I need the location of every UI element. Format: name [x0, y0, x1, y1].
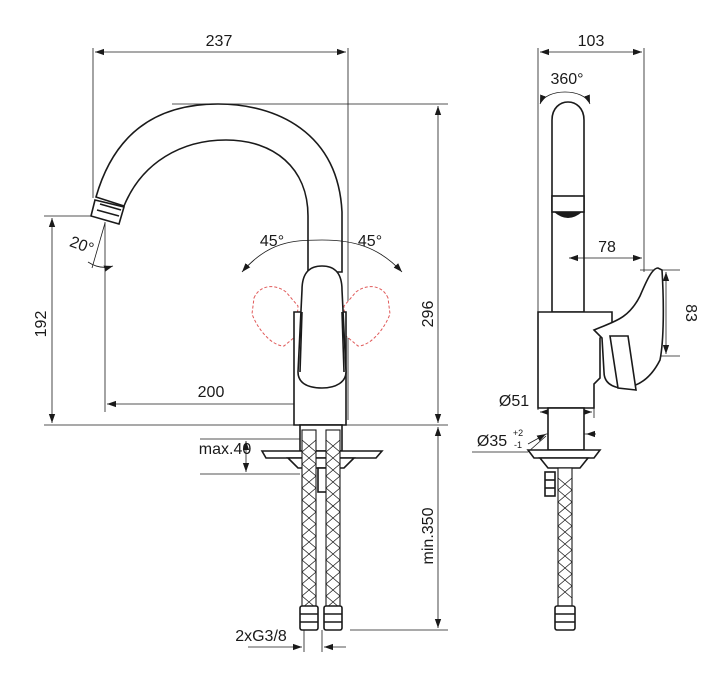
- lever-right-angle-label: 45°: [358, 233, 382, 250]
- body-diameter-label: Ø51: [499, 393, 529, 410]
- rotation-label: 360°: [550, 71, 583, 88]
- side-view: 103 360° 78 83 Ø51 Ø35 +2: [472, 33, 699, 631]
- spout-angle-indicator: [87, 222, 114, 272]
- hole-diameter-dimension-line: [527, 433, 547, 445]
- hole-diameter-label: Ø35: [477, 433, 507, 450]
- hole-tolerance-minus: -1: [514, 440, 522, 450]
- connection-label: 2xG3/8: [235, 628, 287, 645]
- width-dimension-label: 237: [206, 33, 233, 50]
- spout-angle-label: 20°: [67, 234, 96, 258]
- rotation-arc: [539, 91, 591, 105]
- spout-height-dimension-label: 192: [33, 311, 50, 338]
- front-view: 237 296 192 200 20° 45° 4: [33, 33, 448, 652]
- hole-tolerance-plus: +2: [513, 428, 523, 438]
- side-hose: [554, 467, 576, 631]
- side-body: [537, 267, 665, 409]
- hoses-front: [299, 429, 343, 631]
- deck-thickness-label: max.40: [199, 441, 252, 458]
- depth-dimension-label: 103: [578, 33, 605, 50]
- lever-height-label: 83: [682, 304, 699, 322]
- spout: [90, 103, 343, 273]
- deck-mount: [260, 424, 384, 493]
- faucet-body: [293, 265, 347, 426]
- side-deck-mount: [526, 407, 602, 497]
- hose-length-label: min.350: [420, 507, 437, 564]
- lever-left-angle-label: 45°: [260, 233, 284, 250]
- height-dimension-label: 296: [420, 301, 437, 328]
- lever-reach-label: 78: [598, 239, 616, 256]
- reach-dimension-label: 200: [198, 384, 225, 401]
- side-spout: [551, 101, 585, 313]
